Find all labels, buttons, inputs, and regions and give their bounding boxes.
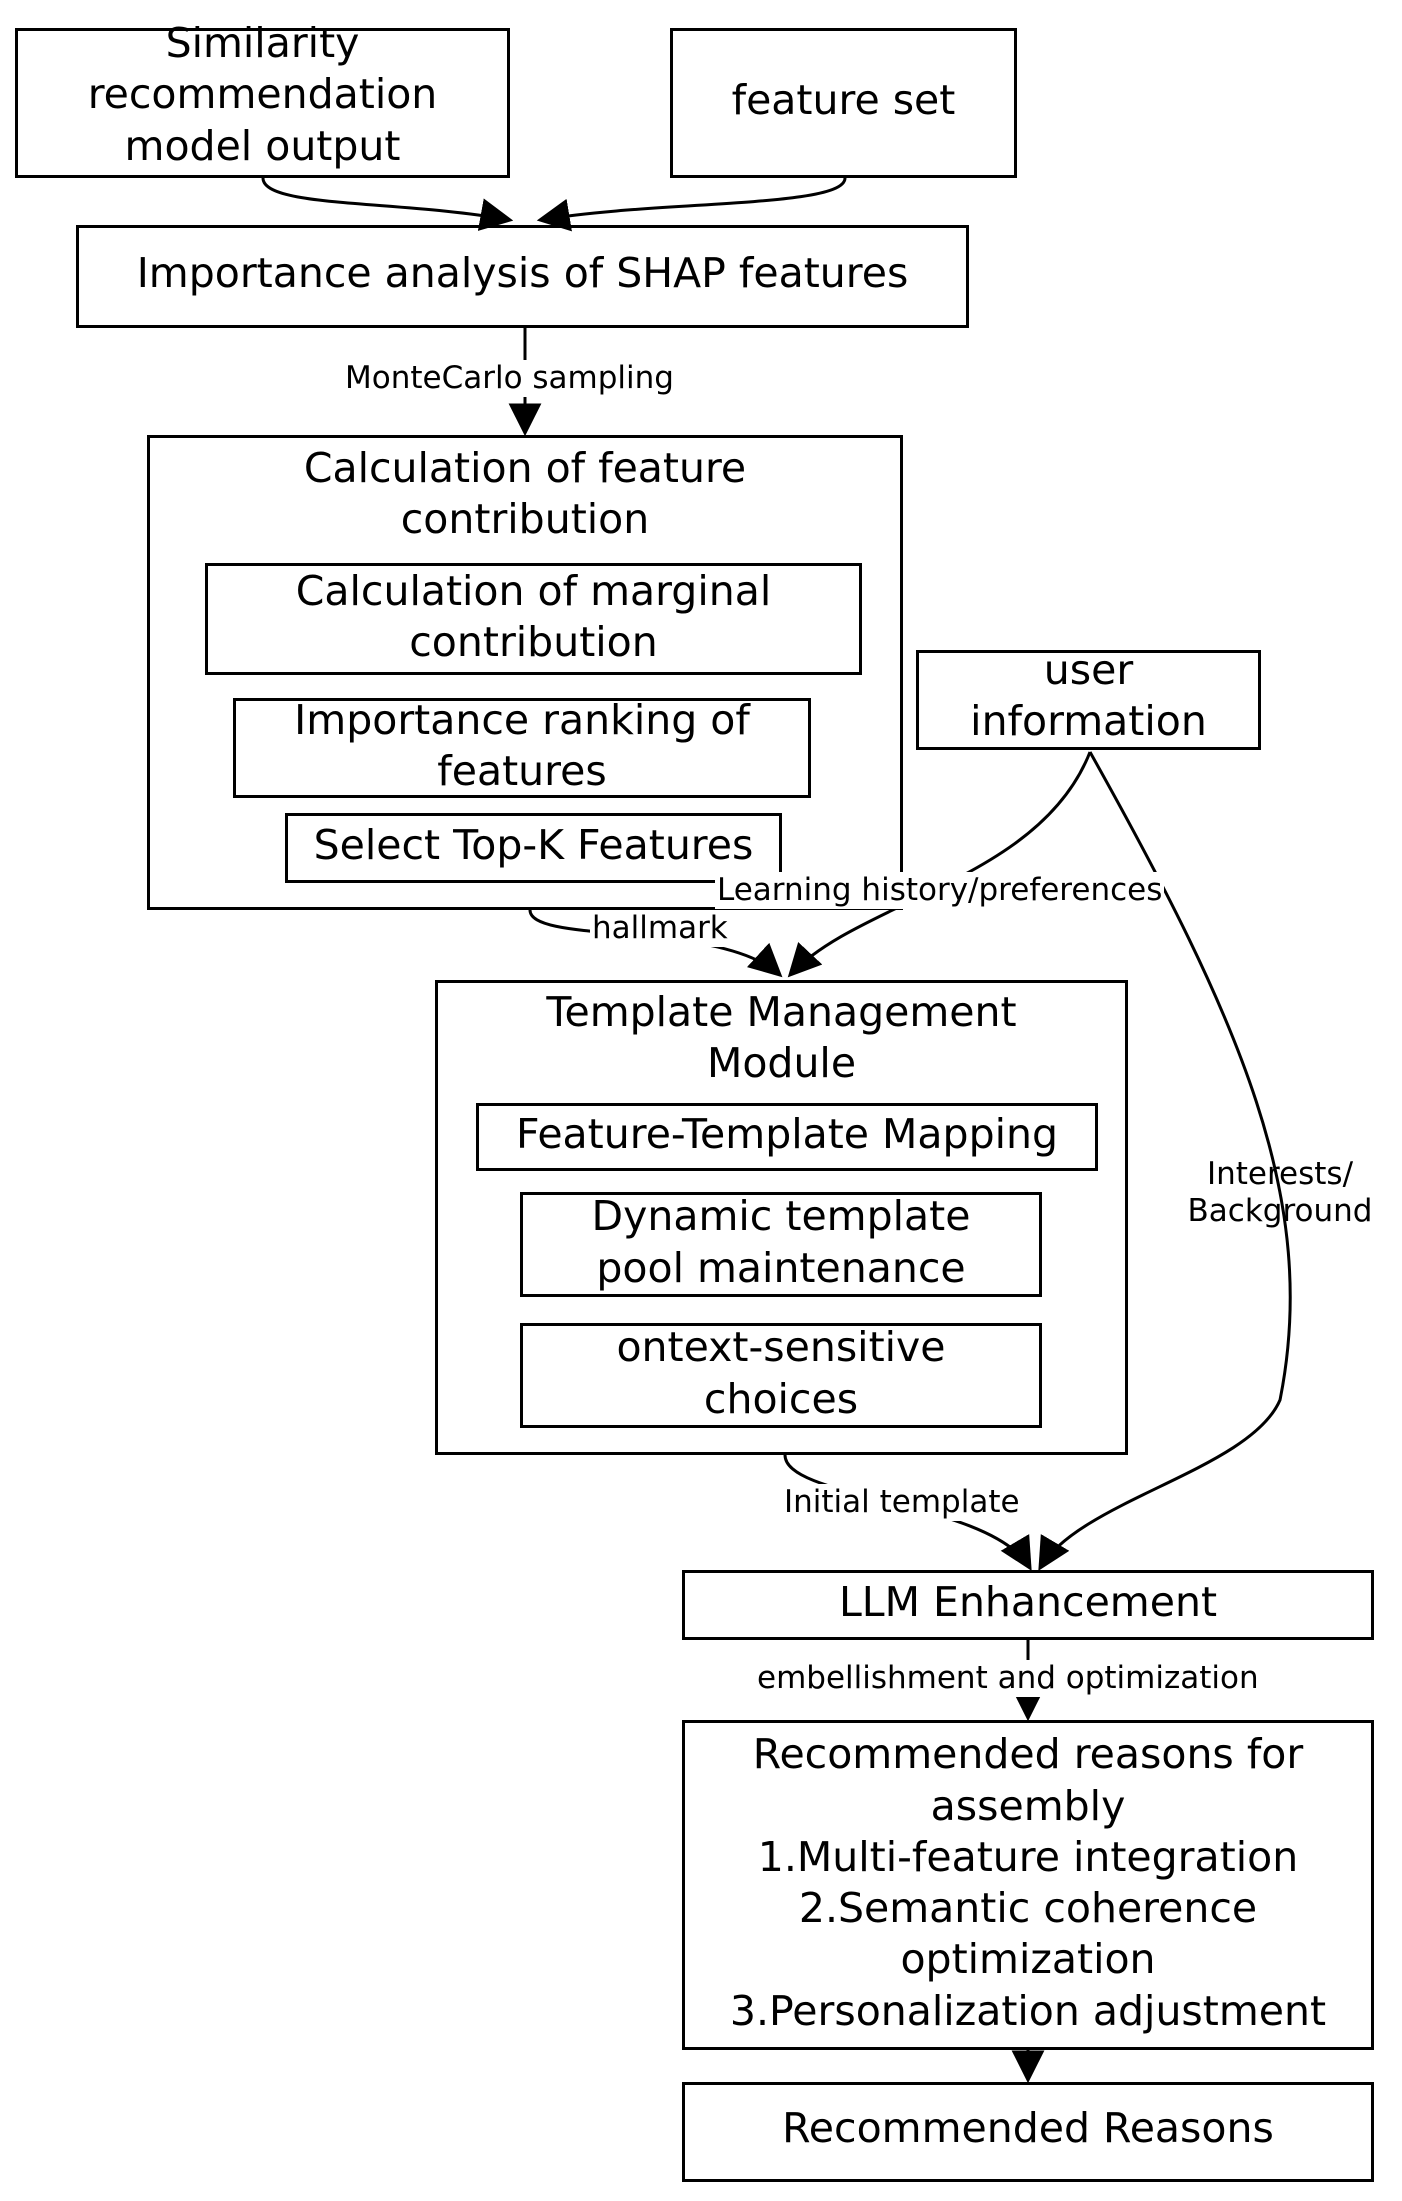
node-user-information [916, 650, 1261, 750]
node-importance-ranking [233, 698, 811, 798]
label-learning-history: Learning history/preferences [715, 872, 1165, 910]
node-importance-ranking-label: Importance ranking of features [294, 695, 750, 795]
node-user-information-label: user information [970, 645, 1207, 745]
node-dynamic-template-pool-label: Dynamic template pool maintenance [591, 1192, 971, 1292]
node-feature-template-mapping-label: Feature-Template Mapping [515, 1110, 1059, 1159]
node-llm-enhancement [682, 1570, 1374, 1640]
node-marginal-contribution [205, 563, 862, 675]
node-similarity-output-label: Similarity recommendation model output [87, 19, 438, 170]
node-reasons-assembly [682, 1720, 1374, 2050]
edge-userinfo-to-llm [1038, 751, 1292, 1571]
node-feature-contribution-label: Calculation of feature contribution [303, 443, 747, 543]
node-feature-contribution [147, 435, 903, 910]
node-similarity-output [15, 28, 510, 178]
node-llm-enhancement-label: LLM Enhancement [838, 1578, 1218, 1627]
node-shap-analysis [76, 225, 969, 328]
node-reasons-assembly-label: Recommended reasons for assembly 1.Multi… [729, 1730, 1327, 2035]
node-recommended-reasons [682, 2082, 1374, 2182]
node-select-topk-label: Select Top-K Features [313, 821, 754, 870]
node-template-management [435, 980, 1128, 1455]
node-context-sensitive-label: ontext-sensitive choices [616, 1323, 946, 1423]
label-embellishment: embellishment and optimization [755, 1660, 1261, 1698]
label-hallmark: hallmark [590, 910, 730, 948]
node-shap-analysis-label: Importance analysis of SHAP features [136, 249, 909, 298]
node-select-topk [285, 813, 782, 883]
node-context-sensitive [520, 1323, 1042, 1428]
node-template-management-label: Template Management Module [546, 987, 1017, 1087]
label-initial-template: Initial template [782, 1484, 1022, 1522]
label-montecarlo: MonteCarlo sampling [343, 360, 676, 398]
node-feature-template-mapping [476, 1103, 1098, 1171]
node-marginal-contribution-label: Calculation of marginal contribution [295, 566, 772, 666]
node-dynamic-template-pool [520, 1192, 1042, 1297]
edge-sim-to-shap [261, 177, 514, 231]
label-interests-background: Interests/ Background [1187, 1155, 1373, 1229]
node-recommended-reasons-label: Recommended Reasons [782, 2104, 1274, 2153]
edge-featureset-to-shap [536, 177, 847, 232]
node-feature-set-label: feature set [731, 75, 956, 124]
node-feature-set [670, 28, 1017, 178]
